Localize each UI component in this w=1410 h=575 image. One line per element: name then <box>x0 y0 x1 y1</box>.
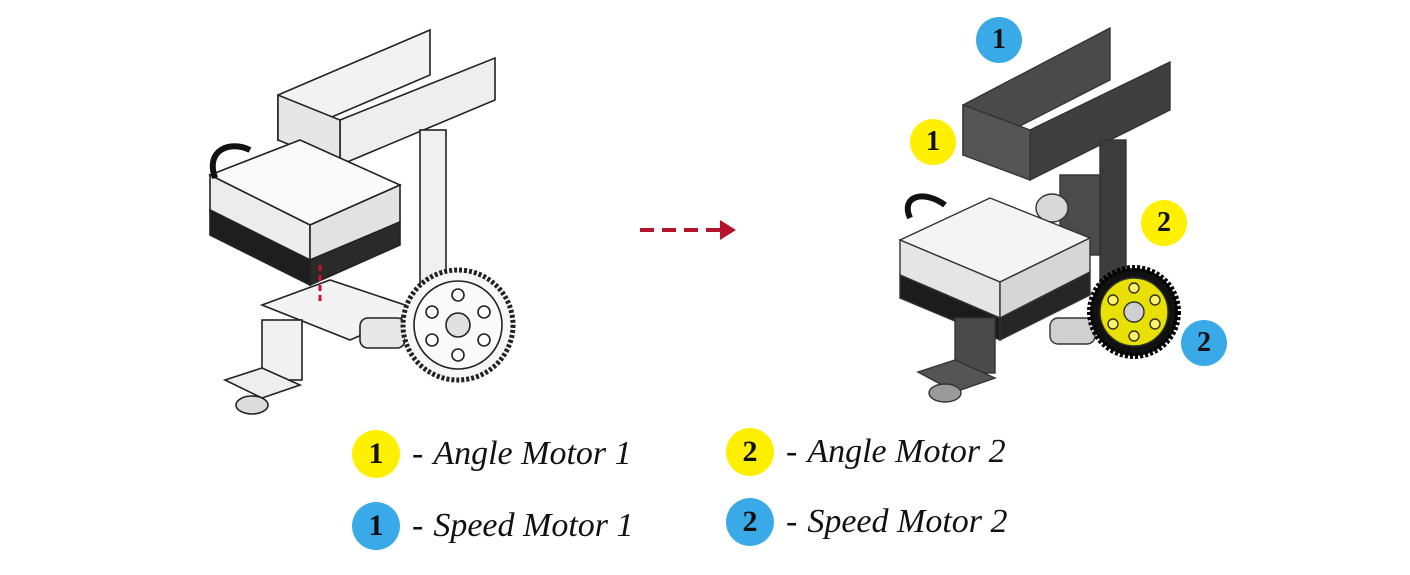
right-robot-rendering <box>898 26 1181 403</box>
legend-speed-motor-1: 1 - Speed Motor 1 <box>352 502 634 550</box>
legend-angle-1-badge: 1 <box>352 430 400 478</box>
legend-dash: - <box>786 433 798 470</box>
legend-speed-1-badge: 1 <box>352 502 400 550</box>
legend-speed-2-badge: 2 <box>726 498 774 546</box>
legend-speed-motor-2: 2 - Speed Motor 2 <box>726 498 1008 546</box>
legend-speed-2-label: Speed Motor 2 <box>807 503 1008 540</box>
legend-angle-motor-2: 2 - Angle Motor 2 <box>726 428 1006 476</box>
angle-motor-1-badge: 1 <box>910 119 956 165</box>
legend-angle-2-badge: 2 <box>726 428 774 476</box>
legend-angle-motor-1: 1 - Angle Motor 1 <box>352 430 632 478</box>
legend-speed-1-label: Speed Motor 1 <box>433 507 634 544</box>
left-robot-drawing <box>208 28 516 415</box>
speed-motor-1-badge: 1 <box>976 17 1022 63</box>
angle-motor-2-badge: 2 <box>1141 200 1187 246</box>
legend-angle-1-label: Angle Motor 1 <box>433 435 632 472</box>
transform-arrow <box>640 220 736 240</box>
legend-dash: - <box>412 507 424 544</box>
legend-dash: - <box>412 435 424 472</box>
legend-angle-2-label: Angle Motor 2 <box>807 433 1006 470</box>
legend-dash: - <box>786 503 798 540</box>
speed-motor-2-badge: 2 <box>1181 320 1227 366</box>
